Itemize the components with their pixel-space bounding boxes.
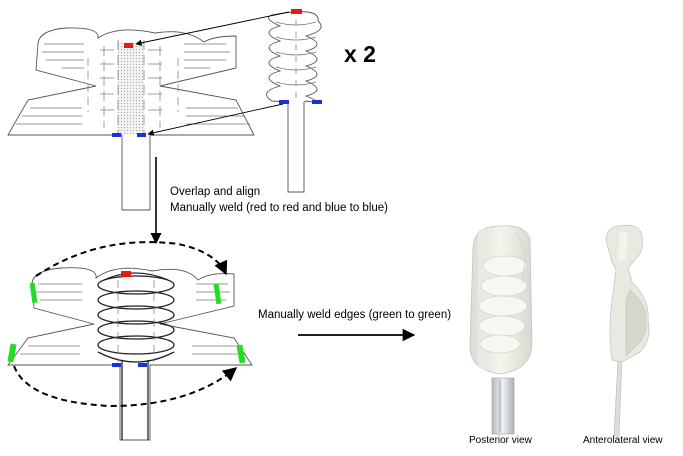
blue-marker-right (137, 133, 146, 137)
green-marker-top-left (30, 283, 38, 304)
step1-line2: Manually weld (red to red and blue to bl… (170, 202, 388, 214)
dashed-arrow-bottom (14, 366, 236, 406)
coil-sheet (267, 9, 322, 192)
red-marker (121, 271, 131, 277)
blue-marker-left (279, 100, 289, 104)
step1-line1: Overlap and align (170, 186, 260, 198)
green-marker-bottom-left (7, 344, 16, 363)
red-marker (291, 9, 302, 14)
blue-marker-left (112, 133, 121, 137)
align-arrow-blue (148, 104, 283, 134)
align-arrow-red (136, 12, 289, 44)
posterior-view-label: Posterior view (469, 435, 533, 446)
anterolateral-view-label: Anterolateral view (583, 435, 663, 446)
blue-marker-right (312, 100, 322, 104)
dashed-arrow-top (36, 242, 226, 276)
multiplier-label: x 2 (344, 41, 376, 67)
combined-panel (7, 268, 252, 440)
green-marker-top-right (214, 284, 222, 305)
posterior-view-photo (470, 226, 532, 434)
blue-marker-right (138, 363, 147, 367)
step2-label: Manually weld edges (green to green) (258, 309, 451, 321)
blue-marker-left (112, 363, 121, 367)
red-marker (124, 43, 133, 48)
anterolateral-view-photo (606, 225, 649, 436)
